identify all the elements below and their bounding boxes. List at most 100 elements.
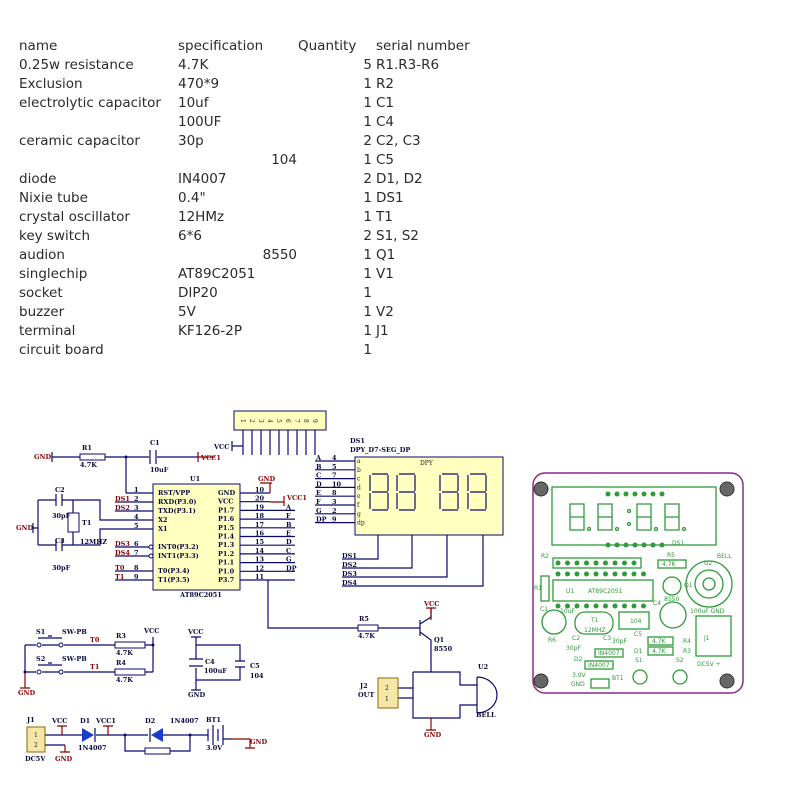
dpy-net: D <box>316 480 322 488</box>
seven-seg-digit <box>439 473 459 511</box>
r4-label: R4 <box>116 659 126 667</box>
bom-cell-qty: 1 <box>363 342 372 358</box>
u1-pin-number: 8 <box>134 564 139 572</box>
pcb-u2: U2 <box>704 560 712 567</box>
dpy-label: DPY <box>420 460 434 467</box>
header-pin-number: 9 <box>311 419 318 423</box>
pcb-digit <box>664 503 680 531</box>
ds1-label: DS1 <box>350 437 365 445</box>
d1-value: 1N4007 <box>78 744 107 752</box>
dpy-pin: 4 <box>332 454 337 462</box>
u1-pin-number: 14 <box>255 547 265 555</box>
d2-diode <box>151 728 163 742</box>
bom-cell-spec: 0.4" <box>178 190 206 206</box>
bom-cell-qty: 1 <box>363 209 372 225</box>
dpy-pin: 9 <box>332 516 337 524</box>
r5-label: R5 <box>359 615 369 623</box>
bom-cell-serial: Q1 <box>376 247 396 263</box>
bom-cell-serial: V2 <box>376 304 394 320</box>
bom-cell-qty: 1 <box>363 247 372 263</box>
r5-value: 4.7K <box>358 632 375 640</box>
pcb-c4: C4 <box>653 600 661 607</box>
gnd-label: GND <box>18 689 35 697</box>
dpy-seg-label: b <box>357 467 361 474</box>
r3-value: 4.7K <box>116 649 133 657</box>
gnd-label: GND <box>424 731 441 739</box>
mounting-hole <box>719 673 735 689</box>
pcb-d1: D1 <box>634 648 643 655</box>
dpy-seg-label: g <box>357 511 361 518</box>
bom-cell-name: singlechip <box>19 266 88 282</box>
sw-label: SW-PB <box>62 655 87 663</box>
u1-net: DS1 <box>115 495 130 503</box>
u1-pin-number: 13 <box>255 556 265 564</box>
pcb-t1: T1 <box>590 617 599 624</box>
dpy-seg-label: a <box>357 458 361 465</box>
bom-cell-name: Exclusion <box>19 76 83 92</box>
pcb-r4-value: 4.7K <box>652 638 667 645</box>
mounting-hole <box>533 481 549 497</box>
header-pin-number: 6 <box>284 419 291 423</box>
dpy-seg-label: dp <box>357 520 365 527</box>
dpy-pin: 8 <box>332 489 337 497</box>
r4-value: 4.7K <box>116 676 133 684</box>
bom-cell-serial: V1 <box>376 266 394 282</box>
pcb-r5: R5 <box>667 552 675 559</box>
t1-label: T1 <box>82 519 91 527</box>
u1-pin-label: RXD(P3.0) <box>158 498 196 506</box>
bom-cell-spec: IN4007 <box>178 171 227 187</box>
out-label: OUT <box>358 691 374 699</box>
seven-seg-digit <box>396 473 416 511</box>
bt1-value: 3.0V <box>206 744 223 752</box>
bell-label: BELL <box>476 711 496 719</box>
pcb-u1: U1 <box>566 588 574 595</box>
r3-label: R3 <box>116 632 126 640</box>
dpy-net: E <box>316 489 321 497</box>
u1-pin-label: P1.4 <box>218 533 235 541</box>
u1-pin-label: P1.7 <box>218 506 234 514</box>
pcb-c1-value: 10uF <box>560 608 575 615</box>
bom-cell-name: ceramic capacitor <box>19 133 140 149</box>
j1-pin: 2 <box>34 742 38 749</box>
bom-cell-spec: 4.7K <box>178 57 209 73</box>
gnd-label: GND <box>258 475 275 483</box>
s1-label: S1 <box>36 628 45 636</box>
u1-net: D <box>286 538 292 546</box>
u1-pin-number: 6 <box>134 540 139 548</box>
pcb-c2: C2 <box>572 635 580 642</box>
bom-cell-spec: 10uf <box>178 95 209 111</box>
u1-pin-label: P1.1 <box>218 559 234 567</box>
u2-label: U2 <box>478 663 488 671</box>
header-pin-number: 2 <box>248 419 255 423</box>
header-pin-number: 3 <box>257 419 264 423</box>
bom-cell-name: circuit board <box>19 342 104 358</box>
pcb-c1: C1 <box>540 606 548 613</box>
pcb-c5: C5 <box>634 631 642 638</box>
d1-label: D1 <box>80 717 90 725</box>
pcb-s1: S1 <box>635 657 643 664</box>
bom-cell-spec: 5V <box>178 304 196 320</box>
q1-label: Q1 <box>434 636 444 644</box>
j1-label: J1 <box>26 716 35 724</box>
c3-label: C3 <box>55 537 65 545</box>
u1-pin-number: 16 <box>255 530 265 538</box>
u1-label: U1 <box>190 475 200 483</box>
bom-cell-name: electrolytic capacitor <box>19 95 161 111</box>
bom-cell-qty: 1 <box>363 285 372 301</box>
bom-cell-name: terminal <box>19 323 76 339</box>
mounting-hole <box>533 673 549 689</box>
bom-header-row: name specification Quantity serial numbe… <box>0 37 500 56</box>
bom-cell-serial: C4 <box>376 114 395 130</box>
u1-pin-number: 17 <box>255 521 264 529</box>
u1-pin-number: 2 <box>134 495 139 503</box>
c5-label: C5 <box>250 662 260 670</box>
